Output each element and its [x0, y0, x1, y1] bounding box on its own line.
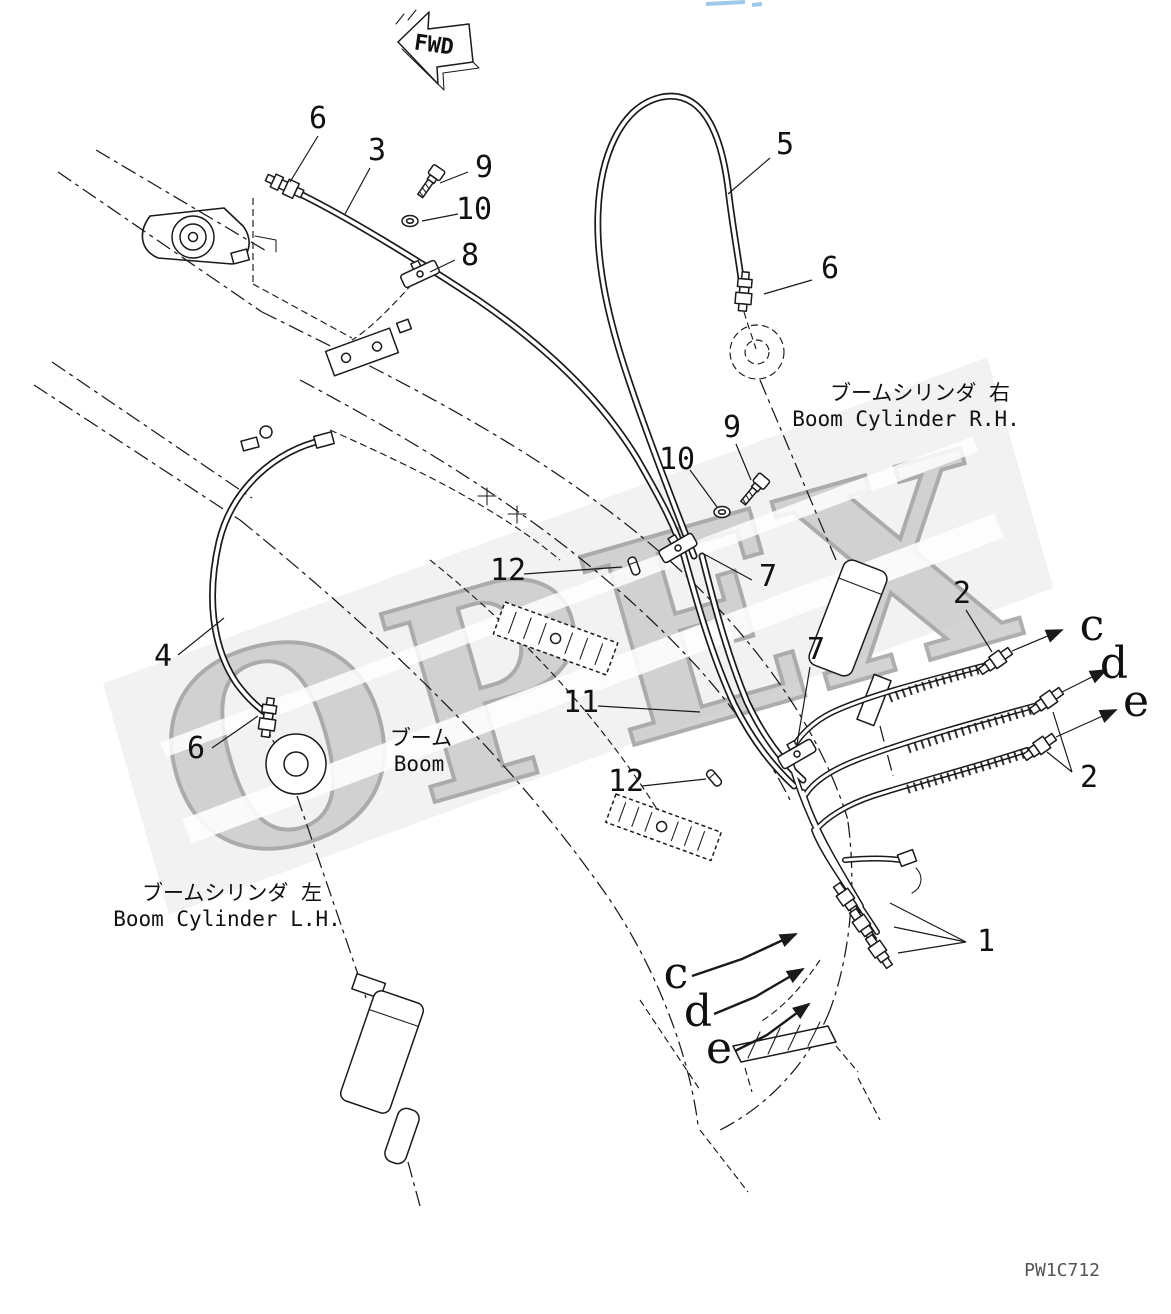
bracket-plate — [141, 207, 250, 265]
caption-boom-cylinder-rh-en: Boom Cylinder R.H. — [792, 407, 1020, 431]
lh-cylinder-body — [339, 990, 425, 1114]
callout-9-mid: 9 — [723, 410, 741, 445]
port-c-right: c — [1080, 600, 1105, 651]
callout-10-mid: 10 — [659, 442, 695, 477]
port-d-bottom: d — [684, 986, 712, 1037]
mount-plate — [324, 327, 400, 377]
lh-cylinder-rod — [384, 1107, 420, 1165]
callout-2-upper: 2 — [953, 576, 971, 611]
pulley-hub — [187, 231, 199, 243]
callout-10-top: 10 — [456, 192, 492, 227]
callout-1: 1 — [977, 924, 995, 959]
port-e-bottom: e — [706, 1023, 732, 1074]
hose-braid-sections — [883, 663, 1039, 795]
washer-10-mid — [713, 505, 731, 519]
caption-boom-cylinder-lh-en: Boom Cylinder L.H. — [113, 907, 341, 931]
captions: ブームシリンダ 右 Boom Cylinder R.H. ブーム Boom ブー… — [113, 381, 1020, 931]
callout-12-lower: 12 — [608, 764, 644, 799]
callout-11: 11 — [563, 685, 599, 720]
caption-boom-cylinder-rh-jp: ブームシリンダ 右 — [830, 381, 1010, 405]
port-arrows — [691, 629, 1118, 1053]
port-c-bottom: c — [664, 948, 689, 999]
callout-5: 5 — [776, 127, 794, 162]
port-letters: c d e c d e — [664, 600, 1149, 1074]
callout-7-lower: 7 — [807, 632, 825, 667]
scale-plate-lower — [604, 793, 722, 862]
callout-3: 3 — [368, 133, 386, 168]
callout-12-mid: 12 — [490, 553, 526, 588]
caption-boom-cylinder-lh-jp: ブームシリンダ 左 — [142, 881, 322, 905]
drawing-code: PW1C712 — [1024, 1260, 1100, 1281]
caption-boom-jp: ブーム — [390, 726, 452, 750]
port-d-right: d — [1100, 638, 1128, 689]
arrow-from-port-e-bottom — [734, 1002, 811, 1053]
lh-boss-inner — [283, 751, 309, 777]
fittings-and-hardware — [256, 163, 1066, 972]
callout-4: 4 — [154, 639, 172, 674]
callout-6-right: 6 — [821, 251, 839, 286]
callout-6-top: 6 — [309, 101, 327, 136]
port-e-right: e — [1123, 676, 1149, 727]
bundle-end-hook — [911, 867, 922, 894]
arrow-from-port-d-bottom — [713, 967, 805, 1016]
center-marks — [477, 487, 527, 524]
callout-6-left: 6 — [187, 731, 205, 766]
callout-8: 8 — [461, 238, 479, 273]
rh-cylinder-body — [808, 559, 888, 677]
arrow-to-port-e-right — [1055, 709, 1118, 738]
hidden-lines — [252, 198, 881, 1193]
callout-2-lower: 2 — [1080, 760, 1098, 795]
hose4-elbow — [313, 431, 335, 449]
caption-boom-en: Boom — [394, 752, 445, 776]
structure-solid — [141, 207, 892, 1165]
hoses-core — [210, 94, 1036, 934]
bundle-end-fitting — [896, 848, 918, 868]
callouts: 6 3 9 10 8 5 6 9 10 12 7 2 4 7 6 11 12 2… — [154, 101, 1098, 959]
callout-7-mid: 7 — [759, 559, 777, 594]
arrow-to-port-d-right — [1061, 669, 1108, 693]
watermark-slice — [160, 436, 979, 758]
scan-artifact-mark — [705, 0, 763, 7]
leader-lines — [177, 135, 1073, 954]
boom-foot-plate — [732, 1021, 837, 1063]
arrow-from-port-c-bottom — [691, 932, 798, 978]
washer-10-top — [401, 214, 419, 228]
fwd-label: FWD — [412, 30, 455, 60]
fwd-arrow: FWD — [395, 9, 480, 91]
callout-9-top: 9 — [475, 150, 493, 185]
arrow-to-port-c-right — [1011, 629, 1064, 652]
